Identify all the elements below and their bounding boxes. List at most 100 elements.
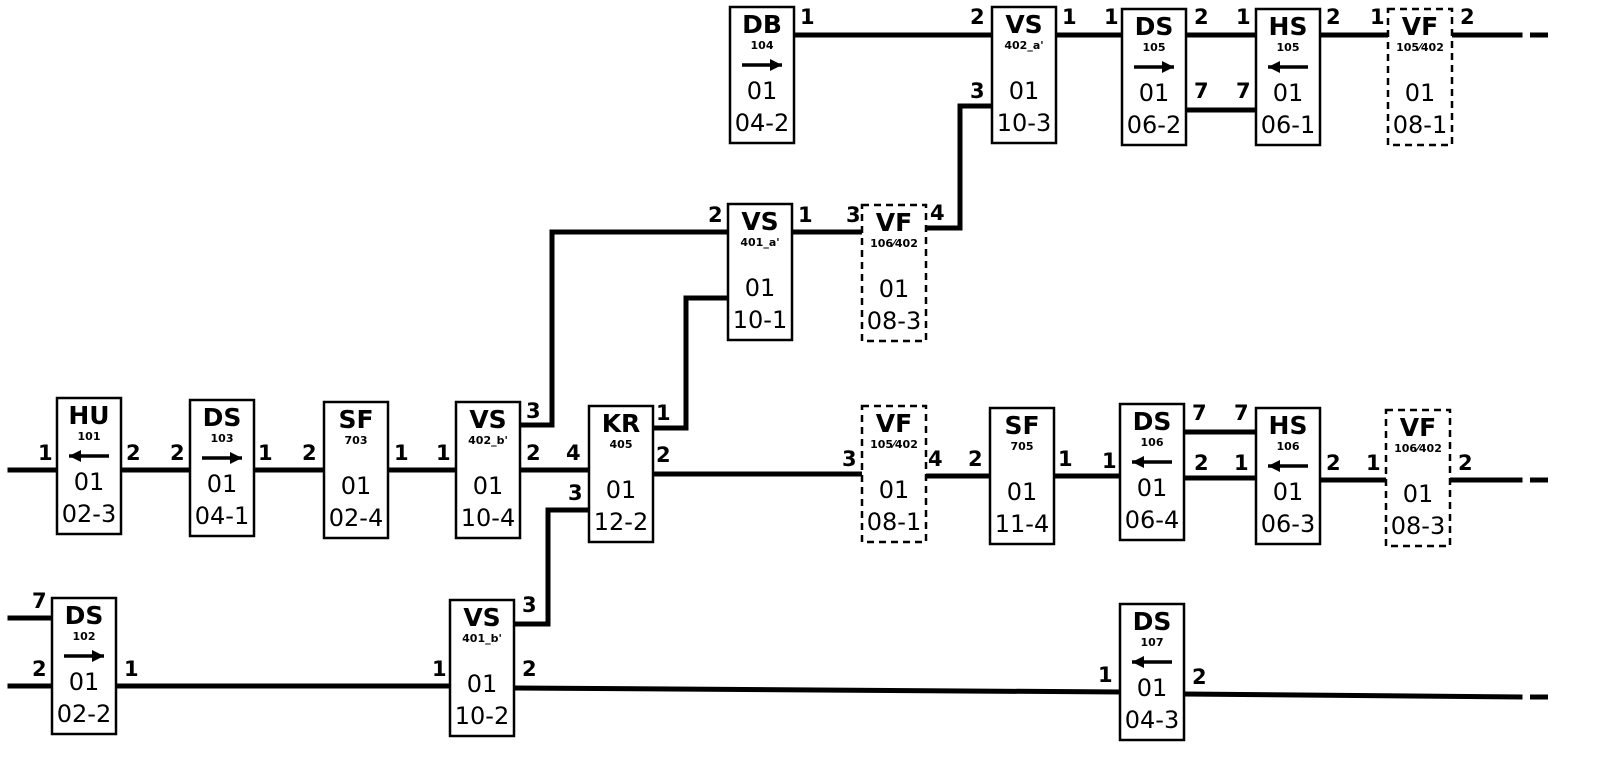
block-line1: 01 — [1405, 79, 1436, 107]
block-frame — [50, 596, 118, 736]
port-label: 2 — [1458, 451, 1473, 475]
wires — [7, 32, 1548, 700]
arrow-left-icon — [69, 450, 109, 462]
block-frame — [1120, 7, 1188, 147]
block-number: 401_a' — [740, 236, 779, 249]
block-number: 104 — [751, 39, 774, 52]
block-number: 106⁄402 — [1394, 442, 1442, 455]
block-frame — [1254, 406, 1322, 546]
block-code: KR — [602, 409, 641, 438]
port-label: 2 — [170, 441, 185, 465]
wire — [923, 103, 995, 231]
port-label: 2 — [526, 441, 541, 465]
block-line2: 08-1 — [867, 508, 921, 536]
block-line1: 01 — [467, 670, 498, 698]
port-label: 2 — [1326, 451, 1341, 475]
port-label: 4 — [566, 441, 581, 465]
block-number: 106 — [1277, 440, 1300, 453]
port-label: 2 — [708, 203, 723, 227]
block-code: DS — [1133, 407, 1172, 436]
block-line2: 10-4 — [461, 504, 515, 532]
block-line2: 06-1 — [1261, 111, 1315, 139]
block-line1: 01 — [473, 472, 504, 500]
block-frame — [448, 598, 516, 738]
block-line1: 01 — [341, 472, 372, 500]
block-code: VF — [1400, 413, 1436, 442]
block-line1: 01 — [1273, 478, 1304, 506]
block-frame — [1384, 408, 1452, 548]
block-line2: 04-2 — [735, 109, 789, 137]
wire — [516, 229, 731, 428]
block-line2: 11-4 — [995, 510, 1049, 538]
block-line2: 12-2 — [594, 508, 648, 536]
block-number: 405 — [610, 438, 633, 451]
block-frame — [1386, 7, 1454, 147]
block-code: SF — [338, 405, 373, 434]
block-line2: 04-1 — [195, 502, 249, 530]
block-code: VF — [876, 409, 912, 438]
port-label: 1 — [798, 203, 813, 227]
arrow-left-icon — [1132, 656, 1172, 668]
port-label: 1 — [124, 657, 139, 681]
block-frame — [990, 5, 1058, 145]
block-line2: 08-3 — [1391, 512, 1445, 540]
block-code: VF — [876, 208, 912, 237]
block-line2: 08-3 — [867, 307, 921, 335]
block-line2: 06-2 — [1127, 111, 1181, 139]
port-label: 1 — [656, 401, 671, 425]
block-frame — [860, 404, 928, 544]
arrow-left-icon — [1268, 61, 1308, 73]
block-line1: 01 — [1403, 480, 1434, 508]
port-label: 2 — [1194, 451, 1209, 475]
wire — [512, 685, 1123, 695]
block-number: 402_a' — [1004, 39, 1043, 52]
port-label: 2 — [1194, 5, 1209, 29]
block-number: 105 — [1143, 41, 1166, 54]
port-label: 7 — [1194, 79, 1209, 103]
block-line2: 06-3 — [1261, 510, 1315, 538]
block-line1: 01 — [207, 470, 238, 498]
port-label: 1 — [1102, 449, 1117, 473]
block-line1: 01 — [1273, 79, 1304, 107]
block-number: 102 — [73, 630, 96, 643]
block-line1: 01 — [1139, 79, 1170, 107]
block-line1: 01 — [74, 468, 105, 496]
block-code: VS — [1005, 10, 1042, 39]
arrow-left-icon — [1132, 456, 1172, 468]
block-line1: 01 — [1137, 674, 1168, 702]
block-line2: 02-3 — [62, 500, 116, 528]
port-label: 1 — [394, 441, 409, 465]
port-label: 2 — [32, 657, 47, 681]
block-line2: 10-1 — [733, 306, 787, 334]
port-label: 2 — [522, 657, 537, 681]
block-code: VS — [469, 405, 506, 434]
block-number: 107 — [1141, 636, 1164, 649]
block-line1: 01 — [606, 476, 637, 504]
block-line1: 01 — [879, 275, 910, 303]
port-label: 1 — [1104, 5, 1119, 29]
port-label: 2 — [656, 443, 671, 467]
port-label: 1 — [1062, 5, 1077, 29]
block-line1: 01 — [745, 274, 776, 302]
block-frame — [188, 398, 256, 538]
port-label: 2 — [1460, 5, 1475, 29]
port-label: 4 — [930, 201, 945, 225]
port-label: 3 — [842, 447, 857, 471]
block-number: 402_b' — [468, 434, 508, 447]
port-label: 1 — [436, 441, 451, 465]
block-code: HS — [1269, 12, 1308, 41]
block-line2: 08-1 — [1393, 111, 1447, 139]
port-label: 3 — [846, 203, 861, 227]
wire — [649, 295, 731, 431]
